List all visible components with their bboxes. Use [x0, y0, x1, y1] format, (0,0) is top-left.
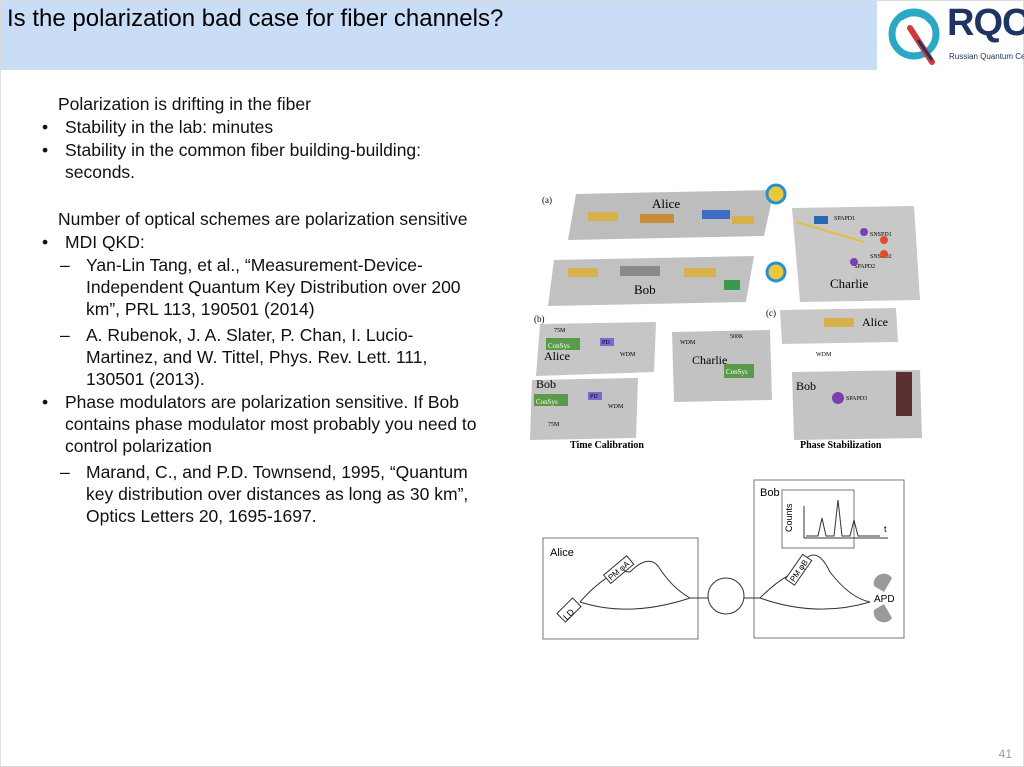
- snspd2-label: SNSPD2: [870, 254, 892, 260]
- component-block: [724, 280, 740, 290]
- logo-wordmark: RQC: [947, 2, 1024, 44]
- alice-label-a: Alice: [652, 196, 680, 211]
- consys-block: [546, 338, 580, 350]
- bullet-lab-stability: Stability in the lab: minutes: [40, 116, 480, 138]
- logo-subtitle: Russian Quantum Center: [949, 52, 1024, 61]
- phase-modulator-a: [602, 555, 635, 585]
- mdi-qkd-setup-figure: (a) Alice Bob Charlie SPAPD1 SPAPD2 SNSP…: [530, 183, 922, 451]
- panel-label-c: (c): [766, 308, 776, 318]
- panel-label-b: (b): [534, 314, 545, 324]
- detector-marker: [880, 250, 888, 258]
- counts-axis-label: Counts: [784, 503, 794, 532]
- slide-body: Polarization is drifting in the fiber St…: [40, 93, 480, 528]
- fiber-spool-icon: [765, 183, 787, 205]
- panel-label-a: (a): [542, 195, 552, 205]
- reference-rubenok: –A. Rubenok, J. A. Slater, P. Chan, I. L…: [40, 324, 480, 390]
- consys-label: ConSys: [548, 342, 570, 350]
- bullet-phase-modulators: Phase modulators are polarization sensit…: [40, 391, 480, 457]
- bob-label: Bob: [760, 487, 780, 499]
- component-block: [814, 216, 828, 224]
- alice-lower-arm: [579, 597, 691, 610]
- component-block: [896, 372, 912, 416]
- detector-marker: [880, 236, 888, 244]
- dash-marker: –: [60, 462, 70, 482]
- wdm-label: WDM: [620, 352, 636, 358]
- consys-label: ConSys: [726, 368, 748, 376]
- spapd1-label: SPAPD1: [834, 216, 855, 222]
- fiber-spool-icon: [765, 261, 787, 283]
- pd-block: [588, 392, 602, 400]
- bob-label-c: Bob: [796, 379, 816, 393]
- bob-upper-arm: [759, 554, 871, 603]
- component-block: [588, 212, 618, 221]
- apd-detector-icon: [873, 604, 892, 623]
- bob-board-b: [530, 378, 638, 440]
- dash-marker: –: [60, 325, 70, 345]
- phase-stabilization-caption: Phase Stabilization: [800, 440, 882, 451]
- dash-marker: –: [60, 255, 70, 275]
- bob-label-b: Bob: [536, 377, 556, 391]
- reference-tang: –Yan-Lin Tang, et al., “Measurement-Devi…: [40, 254, 480, 320]
- alice-label-c: Alice: [862, 315, 888, 329]
- component-block: [684, 268, 716, 277]
- 75m-label: 75M: [548, 422, 560, 428]
- alice-box: [542, 537, 699, 640]
- charlie-board-b: [672, 330, 772, 402]
- fiber-path: [795, 221, 865, 243]
- detector-marker: [860, 228, 868, 236]
- consys-label: ConSys: [536, 398, 558, 406]
- component-block: [702, 210, 730, 219]
- consys-block: [534, 394, 568, 406]
- fiber-coil-icon: [707, 577, 745, 615]
- slide-number: 41: [998, 747, 1012, 761]
- apd-detector-icon: [873, 573, 892, 592]
- bob-label-a: Bob: [634, 282, 656, 297]
- pd-block: [600, 338, 614, 346]
- alice-board-b: [536, 322, 656, 376]
- wdm-label: WDM: [680, 340, 696, 346]
- wdm-label: WDM: [816, 352, 832, 358]
- bob-board-c: [792, 370, 922, 440]
- detector-marker: [832, 392, 844, 404]
- rqc-logo: [888, 8, 940, 65]
- bullet-building-stability: Stability in the common fiber building-b…: [40, 139, 480, 183]
- charlie-label-a: Charlie: [830, 276, 868, 291]
- alice-label-b: Alice: [544, 349, 570, 363]
- interferometer-figure: Alice Bob Counts t LD PM φA PM φB APD: [542, 479, 905, 640]
- title-bar: Is the polarization bad case for fiber c…: [1, 1, 877, 70]
- spapd3-label: SPAPD3: [846, 396, 867, 402]
- reference-tang-text: Yan-Lin Tang, et al., “Measurement-Devic…: [86, 255, 461, 319]
- spapd2-label: SPAPD2: [854, 264, 875, 270]
- component-block: [640, 214, 674, 223]
- pd-label: PD: [590, 394, 598, 400]
- apd-label: APD: [874, 594, 895, 605]
- component-block: [824, 318, 854, 327]
- phase-modulator-b: [784, 553, 813, 586]
- time-axis-label: t: [884, 524, 887, 534]
- charlie-label-b: Charlie: [692, 353, 727, 367]
- component-block: [732, 216, 754, 224]
- 500k-label: 500K: [730, 334, 744, 340]
- snspd1-label: SNSPD1: [870, 232, 892, 238]
- consys-block: [724, 364, 754, 378]
- bob-lower-arm: [759, 597, 871, 610]
- detector-marker: [850, 258, 858, 266]
- paragraph-schemes: Number of optical schemes are polarizati…: [58, 209, 468, 229]
- reference-marand: –Marand, C., and P.D. Townsend, 1995, “Q…: [40, 461, 480, 527]
- bullet-mdi-qkd: MDI QKD:: [40, 231, 480, 253]
- wdm-label: WDM: [608, 404, 624, 410]
- alice-label: Alice: [550, 547, 574, 559]
- reference-rubenok-text: A. Rubenok, J. A. Slater, P. Chan, I. Lu…: [86, 325, 428, 389]
- time-calibration-caption: Time Calibration: [570, 440, 644, 451]
- component-block: [568, 268, 598, 277]
- component-block: [620, 266, 660, 276]
- slide-title: Is the polarization bad case for fiber c…: [7, 5, 504, 32]
- counts-trace: [806, 499, 880, 537]
- 75m-label: 75M: [554, 328, 566, 334]
- laser-diode-box: [556, 597, 582, 623]
- bob-board-a: [548, 256, 754, 306]
- reference-marand-text: Marand, C., and P.D. Townsend, 1995, “Qu…: [86, 462, 469, 526]
- paragraph-drift: Polarization is drifting in the fiber: [58, 94, 311, 114]
- pd-label: PD: [602, 340, 610, 346]
